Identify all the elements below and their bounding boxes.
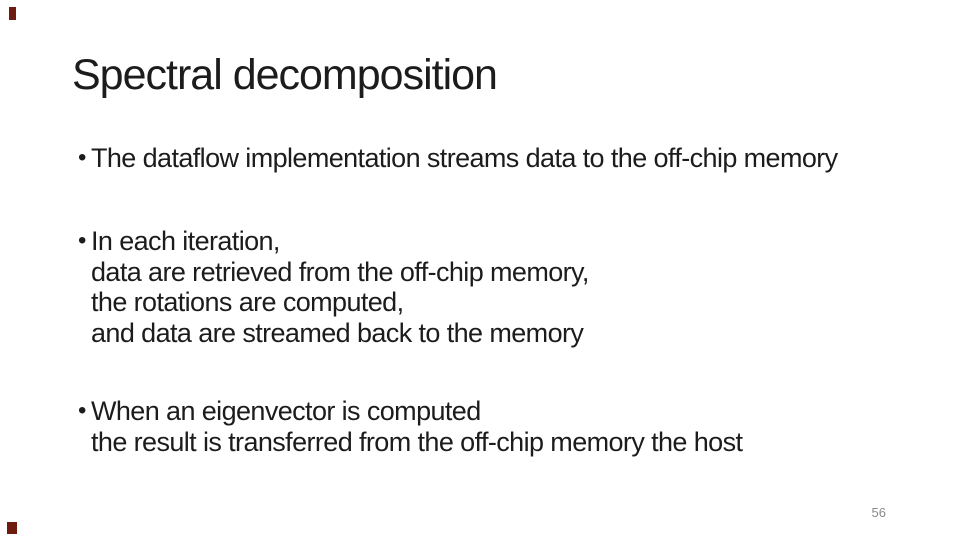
bullet-icon: •: [78, 227, 87, 254]
bullet-line: the result is transferred from the off-c…: [91, 426, 743, 457]
bullet-text: The dataflow implementation streams data…: [91, 143, 838, 174]
bullet-line: The dataflow implementation streams data…: [91, 143, 838, 173]
bullet-icon: •: [78, 397, 87, 424]
bullet-line: When an eigenvector is computed: [91, 396, 481, 426]
corner-mark-bottom-left-icon: [7, 522, 17, 534]
corner-mark-top-left-icon: [9, 7, 16, 20]
bullet-item-eigenvector: • When an eigenvector is computed the re…: [78, 396, 743, 457]
bullet-line: data are retrieved from the off-chip mem…: [91, 256, 589, 287]
page-number: 56: [871, 505, 886, 520]
bullet-line: In each iteration,: [91, 226, 280, 256]
bullet-icon: •: [78, 144, 87, 171]
slide-title: Spectral decomposition: [72, 51, 498, 99]
bullet-line: the rotations are computed,: [91, 287, 404, 317]
bullet-item-dataflow: • The dataflow implementation streams da…: [78, 143, 838, 174]
bullet-text: In each iteration, data are retrieved fr…: [91, 226, 589, 348]
bullet-item-iteration: • In each iteration, data are retrieved …: [78, 226, 589, 348]
bullet-text: When an eigenvector is computed the resu…: [91, 396, 743, 457]
bullet-line: and data are streamed back to the memory: [91, 317, 584, 348]
